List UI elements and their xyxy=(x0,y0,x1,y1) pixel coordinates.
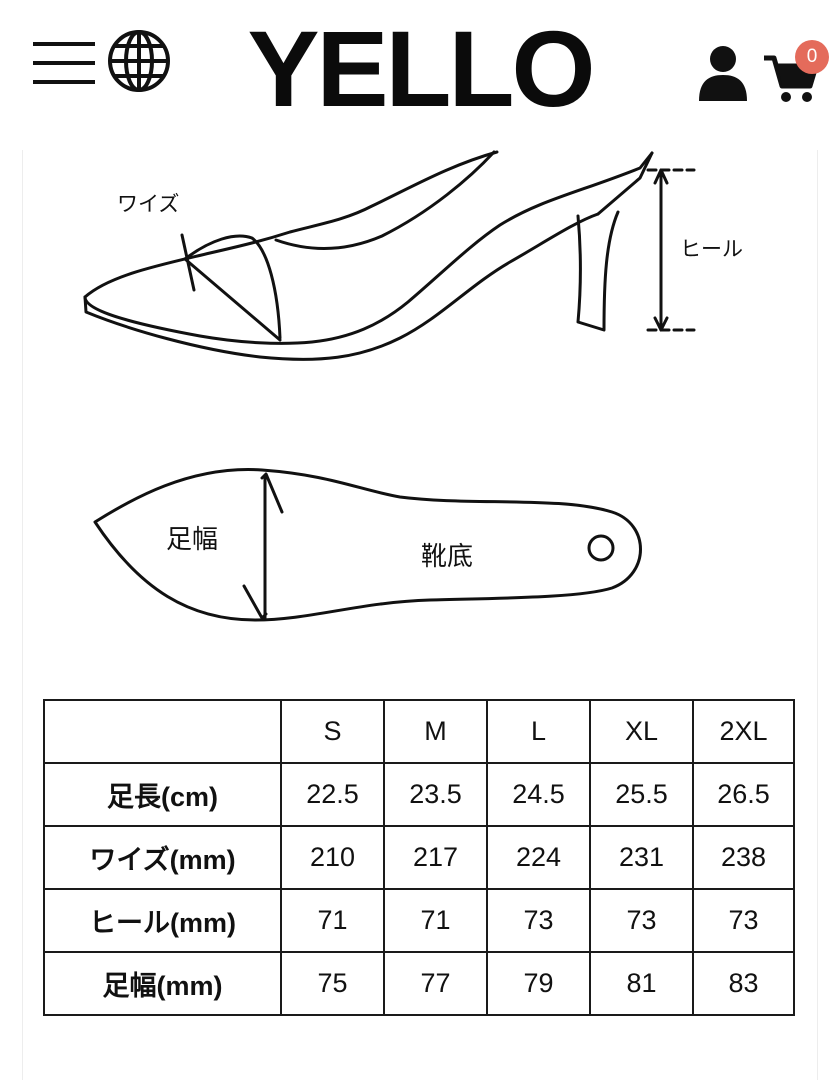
column-header: L xyxy=(486,699,591,764)
table-cell: 22.5 xyxy=(280,762,385,827)
foot-width-arrow-top xyxy=(260,472,284,514)
menu-icon[interactable] xyxy=(33,38,95,88)
globe-icon[interactable] xyxy=(106,28,172,94)
table-cell: 26.5 xyxy=(692,762,795,827)
row-header: 足長(cm) xyxy=(43,762,282,827)
cart-count-badge: 0 xyxy=(795,40,829,74)
brand-logo[interactable]: YELLO xyxy=(247,8,595,129)
column-header: M xyxy=(383,699,488,764)
site-header: YELLO 0 xyxy=(0,0,837,150)
row-header: 足幅(mm) xyxy=(43,951,282,1016)
row-header: ワイズ(mm) xyxy=(43,825,282,890)
foot-width-arrow-bottom xyxy=(242,584,268,620)
table-row: ワイズ(mm) 210 217 224 231 238 xyxy=(43,825,795,890)
table-cell: 238 xyxy=(692,825,795,890)
shoe-diagram: ワイズ ヒール 足幅 靴底 xyxy=(83,150,743,622)
table-header-row: S M L XL 2XL xyxy=(43,699,795,764)
table-row: 足長(cm) 22.5 23.5 24.5 25.5 26.5 xyxy=(43,762,795,827)
table-cell: 81 xyxy=(589,951,694,1016)
column-header: S xyxy=(280,699,385,764)
label-sole: 靴底 xyxy=(421,542,473,572)
insole-outline xyxy=(93,468,642,622)
content-frame xyxy=(22,150,818,1080)
table-row: 足幅(mm) 75 77 79 81 83 xyxy=(43,951,795,1016)
table-cell: 217 xyxy=(383,825,488,890)
table-cell: 75 xyxy=(280,951,385,1016)
heel-back xyxy=(596,151,654,216)
table-cell: 79 xyxy=(486,951,591,1016)
table-cell: 71 xyxy=(280,888,385,953)
table-cell: 24.5 xyxy=(486,762,591,827)
size-table: S M L XL 2XL 足長(cm) 22.5 23.5 24.5 25.5 … xyxy=(43,699,795,1016)
table-cell: 73 xyxy=(589,888,694,953)
shoe-collar xyxy=(274,150,496,251)
label-width: ワイズ xyxy=(117,192,179,216)
column-header: XL xyxy=(589,699,694,764)
table-cell: 231 xyxy=(589,825,694,890)
table-cell: 71 xyxy=(383,888,488,953)
shoe-side-outline xyxy=(83,150,654,345)
heel xyxy=(576,210,620,332)
user-icon[interactable] xyxy=(697,45,749,103)
table-corner-cell xyxy=(43,699,282,764)
width-tick xyxy=(180,233,196,292)
row-header: ヒール(mm) xyxy=(43,888,282,953)
table-cell: 23.5 xyxy=(383,762,488,827)
table-cell: 83 xyxy=(692,951,795,1016)
table-cell: 73 xyxy=(486,888,591,953)
label-heel: ヒール xyxy=(680,237,743,261)
toe-cap xyxy=(183,234,282,340)
insole-hole xyxy=(587,534,615,562)
table-cell: 73 xyxy=(692,888,795,953)
width-line xyxy=(183,257,282,342)
table-cell: 224 xyxy=(486,825,591,890)
label-foot-width: 足幅 xyxy=(166,525,218,555)
table-cell: 77 xyxy=(383,951,488,1016)
shoe-lower-edge xyxy=(83,212,600,361)
table-cell: 210 xyxy=(280,825,385,890)
table-row: ヒール(mm) 71 71 73 73 73 xyxy=(43,888,795,953)
column-header: 2XL xyxy=(692,699,795,764)
table-cell: 25.5 xyxy=(589,762,694,827)
